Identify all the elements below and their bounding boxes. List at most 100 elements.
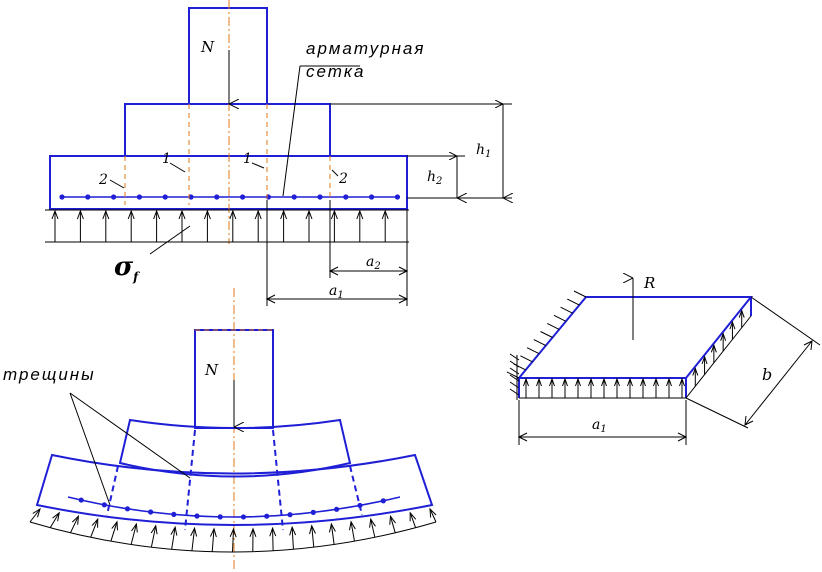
fixed-support-hatching [506,290,587,400]
plate-side-arrow-head [701,355,708,365]
upper-step-deformed [118,418,352,478]
pressure-arrow-deformed [69,515,79,534]
pressure-arrow-head-deformed [71,514,80,525]
mesh-dot [111,194,117,200]
mesh-dot [85,194,91,200]
pressure-arrow-head-deformed [111,520,118,531]
label-a1-plate: a1 [592,417,607,435]
plate-arrow-head [575,377,581,387]
mesh-dot [136,194,142,200]
pressure-arrow-head [102,209,110,220]
mesh-dot-deformed [194,513,200,519]
b-dim-arrows [744,340,813,426]
column-top [188,7,268,105]
pressure-arrow-head [203,209,211,220]
pressure-arrow-head [51,209,59,220]
hatch-line [573,290,587,298]
pressure-arrow-head-deformed [348,520,356,531]
pressure-arrow-head [381,209,389,220]
pressure-arrow-head-deformed [209,527,217,538]
plate-arrow-head [627,377,633,387]
plate-arrow-head [666,377,672,387]
label-mesh-2: сетка [306,62,365,81]
mesh-dot-deformed [78,497,84,503]
pressure-arrow-head-deformed [131,522,138,533]
pressure-arrow-head-deformed [170,525,178,536]
pressure-arrow-head [330,209,338,220]
mesh-dot [291,194,297,200]
plate-arrow-head [614,377,620,387]
pressure-arrow-head-deformed [229,527,237,538]
crack-1 [184,429,196,531]
pressure-arrow-head-deformed [369,517,376,528]
plate-arrow-head [653,377,659,387]
pressure-arrow-head-deformed [409,511,417,522]
mesh-dot [240,194,246,200]
pressure-arrow-deformed [171,527,176,550]
mesh-dot-deformed [240,514,247,520]
label-section-1b: 1 [243,151,252,167]
mesh-dots-deformed [78,497,386,520]
mesh-leader [282,65,301,197]
plate-side-arrow-head [738,309,745,318]
plate-top-face [516,296,754,379]
pressure-arrow-head-deformed [249,527,257,537]
sec2-leader-b [331,169,339,177]
mesh-dot [317,194,323,200]
mesh-dot [214,194,220,200]
label-section-1a: 1 [162,151,171,167]
hatch-line [540,331,553,338]
pressure-arrow-head-deformed [429,507,437,518]
a-dim-arrows [265,266,409,304]
pressure-arrow-head-deformed [150,524,158,535]
pressure-arrow-head [356,209,364,220]
pressure-arrow-deformed [232,528,234,553]
pressure-arrow-deformed [409,512,417,528]
pressure-arrow-deformed [150,525,157,548]
pressure-arrow-head-deformed [32,507,41,518]
bottom-foundation: N трещины [3,288,437,572]
a1p-dim-arrows [517,432,688,442]
plate-arrow-head [679,377,685,387]
label-h2: h2 [427,169,442,187]
hatch-line [509,367,520,375]
cracks-leader-1 [69,392,111,506]
mesh-dot [394,194,400,200]
soil-pressure-arrows-deformed [29,507,437,553]
hatch-line [509,360,520,368]
sec1-leader-b [251,162,265,169]
label-cracks: трещины [3,365,96,384]
mesh-dot-deformed [171,511,177,518]
label-h1: h1 [476,142,491,160]
soil-pressure-arrows [51,209,389,242]
plate-arrow-head [536,377,542,387]
b-ext-back [750,296,821,346]
pressure-arrow-head-deformed [289,525,297,536]
pressure-arrow-deformed [272,528,274,551]
plate-side-arrow-head [692,366,699,376]
crack-2 [272,429,284,531]
top-foundation: N арматурная сетка 1 1 2 2 h1 h2 a2 a1 σ… [45,0,512,306]
upper-step [124,103,331,157]
pressure-arrow-head [305,209,313,220]
hatch-line [567,298,580,306]
pressure-arrow-head [127,209,135,220]
mesh-deformed [67,496,401,518]
mesh-dot-deformed [124,506,131,512]
pressure-arrow-head-deformed [309,524,316,535]
cantilever-plate: R b a1 [506,274,821,445]
label-a2: a2 [366,254,381,272]
plate-pressure-arrows [523,309,745,398]
cracks-leader-2 [69,392,191,479]
plate-side-arrow-head [729,320,736,330]
pressure-arrow-head-deformed [269,526,277,537]
hatch-line [560,306,573,314]
pressure-arrow-head [178,209,186,220]
label-force-bottom: N [204,361,219,379]
hatch-line [526,347,540,355]
hatch-line [509,381,520,389]
pressure-arrow-deformed [389,516,396,533]
pressure-arrow-deformed [29,508,41,523]
mesh-dot-deformed [217,514,223,520]
